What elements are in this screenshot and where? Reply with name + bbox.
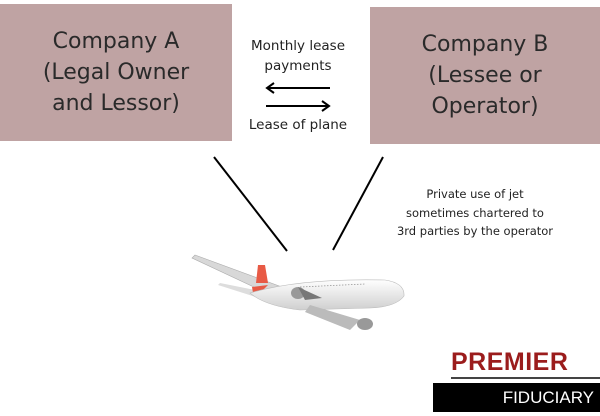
payments-line: payments bbox=[264, 58, 332, 74]
payments-label: Monthly lease payments bbox=[236, 36, 360, 76]
private-use-note: Private use of jet sometimes chartered t… bbox=[380, 185, 570, 241]
airplane-icon bbox=[191, 254, 405, 330]
right-arrow bbox=[266, 100, 331, 112]
premier-fiduciary-logo: PREMIER FIDUCIARY bbox=[433, 340, 600, 413]
payments-line: Monthly lease bbox=[250, 38, 345, 54]
company-b-line: Company B bbox=[421, 32, 549, 57]
lease-label: Lease of plane bbox=[248, 117, 348, 133]
logo-premier-text: PREMIER bbox=[451, 348, 569, 376]
logo-fiduciary-text: FIDUCIARY bbox=[502, 388, 594, 407]
logo-fiduciary-bar: FIDUCIARY bbox=[433, 383, 600, 412]
note-line: Private use of jet bbox=[426, 187, 524, 201]
company-b-box: Company B (Lessee or Operator) bbox=[370, 7, 600, 144]
left-arrow bbox=[265, 82, 330, 94]
company-a-line: and Lessor) bbox=[52, 91, 180, 116]
company-a-line: (Legal Owner bbox=[42, 60, 190, 85]
logo-divider bbox=[451, 377, 600, 379]
note-line: 3rd parties by the operator bbox=[396, 224, 554, 238]
company-a-box: Company A (Legal Owner and Lessor) bbox=[0, 4, 232, 141]
company-a-line: Company A bbox=[52, 29, 180, 54]
company-b-line: (Lessee or bbox=[428, 63, 542, 88]
connector-line-b bbox=[332, 156, 384, 251]
company-b-line: Operator) bbox=[431, 94, 539, 119]
connector-line-a bbox=[213, 156, 288, 252]
note-line: sometimes chartered to bbox=[406, 205, 544, 220]
